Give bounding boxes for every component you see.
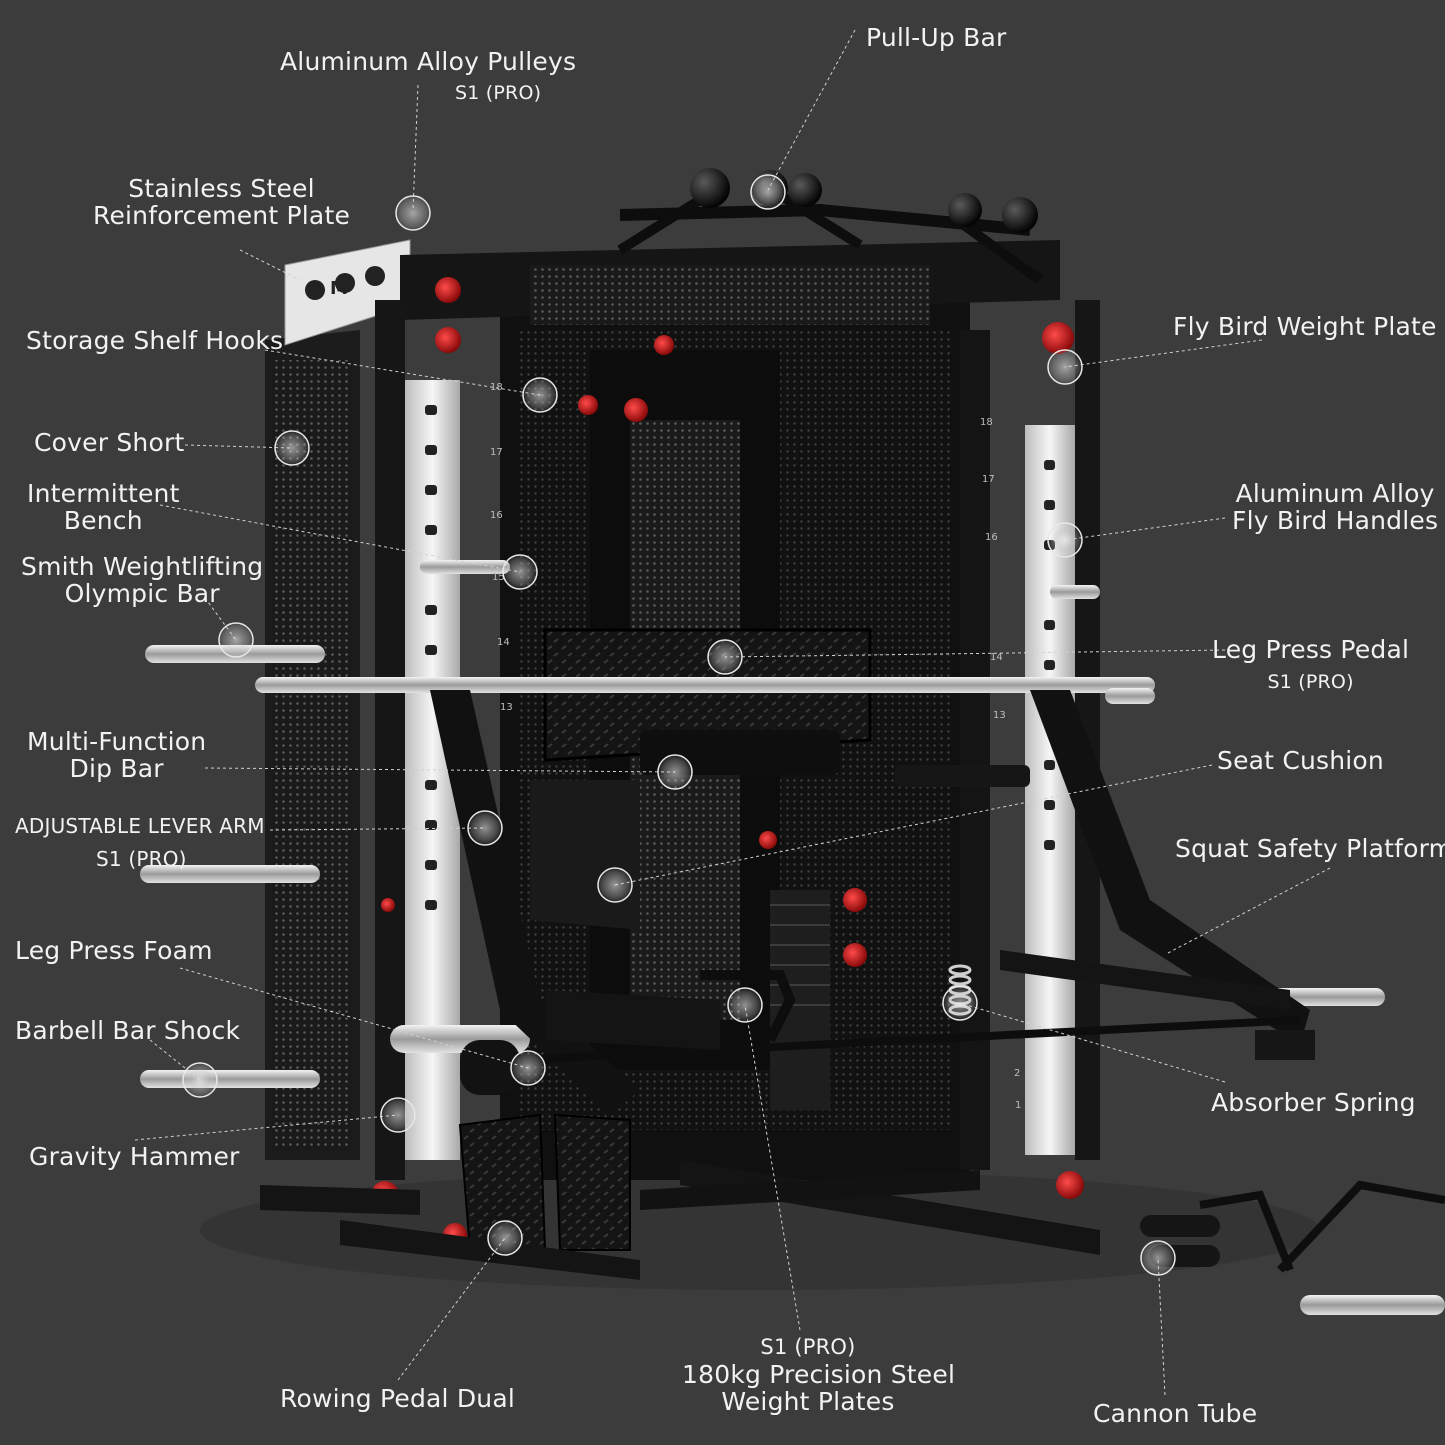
callout-title: Aluminum Alloy Pulleys — [280, 47, 577, 76]
label-multi-function-dip-bar: Multi-Function Dip Bar — [27, 728, 206, 782]
callout-tag: S1 (PRO) — [760, 1335, 856, 1359]
callout-line: Stainless Steel — [128, 174, 315, 203]
label-leg-press-pedal: Leg Press Pedal S1 (PRO) — [1212, 636, 1409, 696]
upright-number: 16 — [985, 532, 998, 543]
upright-number: 13 — [993, 710, 1006, 721]
callout-title: ADJUSTABLE LEVER ARM — [15, 814, 265, 838]
upright-number: 13 — [500, 702, 513, 713]
label-absorber-spring: Absorber Spring — [1211, 1088, 1416, 1117]
callout-line: Dip Bar — [69, 754, 164, 783]
label-weight-plates: S1 (PRO) 180kg Precision Steel Weight Pl… — [682, 1334, 956, 1416]
callout-tag: S1 (PRO) — [455, 82, 542, 104]
callout-line: Aluminum Alloy — [1235, 479, 1435, 508]
upright-number: 17 — [490, 447, 503, 458]
callout-line: Reinforcement Plate — [93, 201, 351, 230]
upright-number: 15 — [492, 572, 505, 583]
label-cannon-tube: Cannon Tube — [1093, 1399, 1258, 1428]
callout-line: Olympic Bar — [64, 579, 220, 608]
label-smith-olympic-bar: Smith Weightlifting Olympic Bar — [21, 553, 263, 607]
label-pull-up-bar: Pull-Up Bar — [866, 23, 1007, 52]
label-rowing-pedal-dual: Rowing Pedal Dual — [280, 1384, 516, 1413]
label-fly-bird-handles: Aluminum Alloy Fly Bird Handles — [1232, 480, 1438, 534]
label-aluminum-alloy-pulleys: Aluminum Alloy Pulleys S1 (PRO) — [280, 48, 576, 105]
upright-number: 16 — [490, 510, 503, 521]
callout-line: 180kg Precision Steel — [682, 1360, 956, 1389]
label-leg-press-foam: Leg Press Foam — [15, 936, 213, 965]
callout-title: Leg Press Pedal — [1212, 635, 1410, 664]
label-storage-shelf-hooks: Storage Shelf Hooks — [26, 326, 284, 355]
callout-line: Weight Plates — [721, 1387, 895, 1416]
upright-number: 2 — [1014, 1068, 1020, 1079]
upright-number: 14 — [990, 652, 1003, 663]
callout-line: Smith Weightlifting — [21, 552, 264, 581]
label-fly-bird-weight-plate: Fly Bird Weight Plate — [1173, 312, 1437, 341]
label-intermittent-bench: Intermittent Bench — [27, 480, 180, 534]
label-seat-cushion: Seat Cushion — [1217, 746, 1384, 775]
callout-line: Intermittent — [27, 479, 180, 508]
upright-number: 18 — [980, 417, 993, 428]
callout-tag: S1 (PRO) — [96, 847, 187, 871]
upright-number: 14 — [497, 637, 510, 648]
label-barbell-bar-shock: Barbell Bar Shock — [15, 1016, 241, 1045]
frame-logo: M — [330, 278, 348, 299]
callout-tag: S1 (PRO) — [1267, 671, 1354, 693]
label-gravity-hammer: Gravity Hammer — [29, 1142, 240, 1171]
callout-line: Fly Bird Handles — [1232, 506, 1439, 535]
label-cover-short: Cover Short — [34, 428, 185, 457]
callout-line: Multi-Function — [27, 727, 207, 756]
upright-number: 1 — [1015, 1100, 1021, 1111]
callout-line: Bench — [63, 506, 143, 535]
label-adjustable-lever-arm: ADJUSTABLE LEVER ARM S1 (PRO) — [15, 813, 265, 873]
label-stainless-steel-plate: Stainless Steel Reinforcement Plate — [93, 175, 350, 229]
upright-number: 17 — [982, 474, 995, 485]
label-squat-safety-platform: Squat Safety Platform — [1175, 834, 1445, 863]
